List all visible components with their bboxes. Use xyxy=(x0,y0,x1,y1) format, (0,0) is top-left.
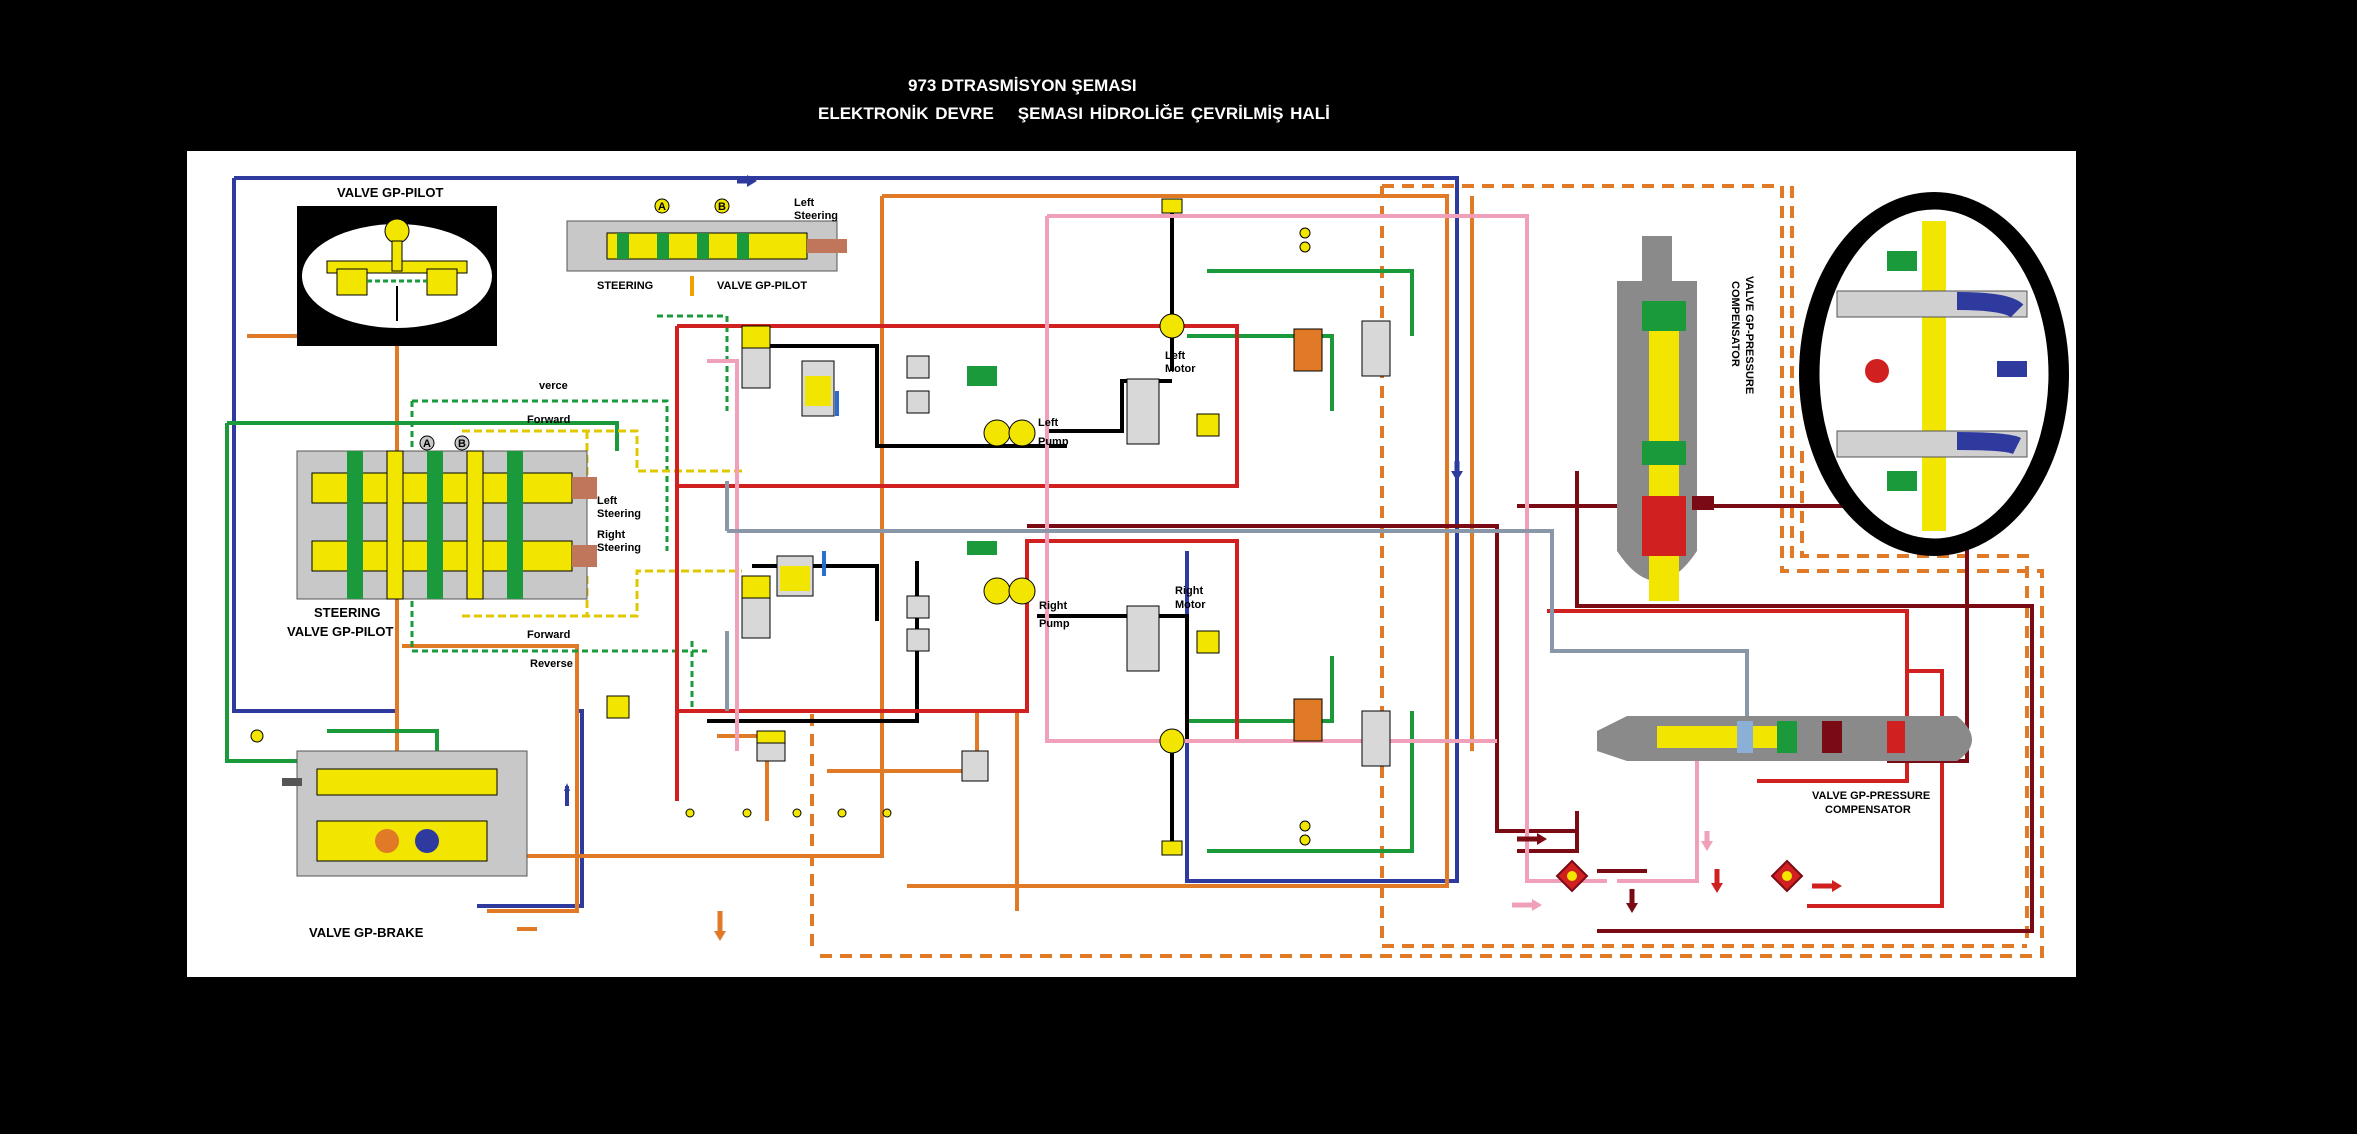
label-left-pump: Left xyxy=(1038,417,1059,429)
diagram-title: 973 DTRASMİSYON ŞEMASI xyxy=(908,76,1137,95)
label-right-motor: Right xyxy=(1175,585,1203,597)
valve-cutaway-ellipse xyxy=(1799,192,2069,556)
label-pressure-comp-bottom-2: COMPENSATOR xyxy=(1825,804,1911,816)
label-valve-gp-brake: VALVE GP-BRAKE xyxy=(309,925,424,940)
marker-b-mid: B xyxy=(458,438,466,450)
label-right-steering-mid: Right xyxy=(597,529,625,541)
label-left-steering-mid: Left xyxy=(597,495,618,507)
label-pressure-comp-bottom-1: VALVE GP-PRESSURE xyxy=(1812,790,1930,802)
marker-a-mid: A xyxy=(423,438,431,450)
label-right-motor-2: Motor xyxy=(1175,599,1206,611)
label-left-motor-2: Motor xyxy=(1165,363,1196,375)
label-left-motor: Left xyxy=(1165,350,1186,362)
flow-arrows xyxy=(714,175,1842,941)
label-left-steering-top-2: Steering xyxy=(794,210,838,222)
red-lines xyxy=(675,324,1944,908)
drain-symbols xyxy=(250,729,892,818)
hydraulic-schematic-panel: VALVE GP-PILOT A B Left Steering STEERIN… xyxy=(187,151,2076,977)
valve-gp-brake xyxy=(282,750,570,931)
label-reverse-bottom: Reverse xyxy=(530,658,573,670)
label-left-pump-2: Pump xyxy=(1038,436,1069,448)
valve-gp-pilot-top xyxy=(297,206,497,346)
label-forward-top: Forward xyxy=(527,414,570,426)
left-directional-valve xyxy=(741,325,1036,447)
label-right-pump: Right xyxy=(1039,600,1067,612)
right-directional-valve xyxy=(606,541,1036,782)
dashed-orange-lines xyxy=(810,184,2044,958)
marker-b-top: B xyxy=(718,201,726,213)
check-valve-left xyxy=(1555,859,1589,893)
label-valve-gp-pilot-top-2: VALVE GP-PILOT xyxy=(717,280,807,292)
label-reverse-top: verce xyxy=(539,380,568,392)
label-pressure-comp-vertical-1: VALVE GP-PRESSURE xyxy=(1743,276,1755,394)
diagram-subtitle: ELEKTRONİK DEVRE ŞEMASI HİDROLİĞE ÇEVRİLM… xyxy=(818,104,1330,124)
pink-lines xyxy=(707,214,1699,883)
grey-lines xyxy=(725,481,1749,721)
steering-valve-mid xyxy=(296,435,597,600)
label-left-steering-top: Left xyxy=(794,197,815,209)
label-valve-gp-pilot-mid: VALVE GP-PILOT xyxy=(287,624,393,639)
green-lines xyxy=(225,269,1414,853)
subtitle-part-2: ŞEMASI HİDROLİĞE ÇEVRİLMİŞ HALİ xyxy=(1017,104,1330,123)
label-right-steering-mid-2: Steering xyxy=(597,542,641,554)
pressure-compensator-vertical xyxy=(1617,236,1714,601)
marker-a-top: A xyxy=(658,201,666,213)
label-pressure-comp-vertical-2: COMPENSATOR xyxy=(1729,281,1741,367)
steering-valve-top xyxy=(566,198,847,296)
subtitle-part-1: ELEKTRONİK DEVRE xyxy=(818,104,994,123)
label-valve-gp-pilot-top: VALVE GP-PILOT xyxy=(337,185,443,200)
label-steering-top: STEERING xyxy=(597,280,653,292)
label-right-pump-2: Pump xyxy=(1039,618,1070,630)
pressure-compensator-horizontal xyxy=(1597,716,1972,761)
hydraulic-schematic: VALVE GP-PILOT A B Left Steering STEERIN… xyxy=(225,175,2069,958)
label-left-steering-mid-2: Steering xyxy=(597,508,641,520)
right-motor-group xyxy=(1126,605,1391,856)
left-motor-group xyxy=(1126,198,1391,445)
check-valve-right xyxy=(1770,859,1804,893)
label-steering-mid: STEERING xyxy=(314,605,380,620)
label-forward-bottom: Forward xyxy=(527,629,570,641)
